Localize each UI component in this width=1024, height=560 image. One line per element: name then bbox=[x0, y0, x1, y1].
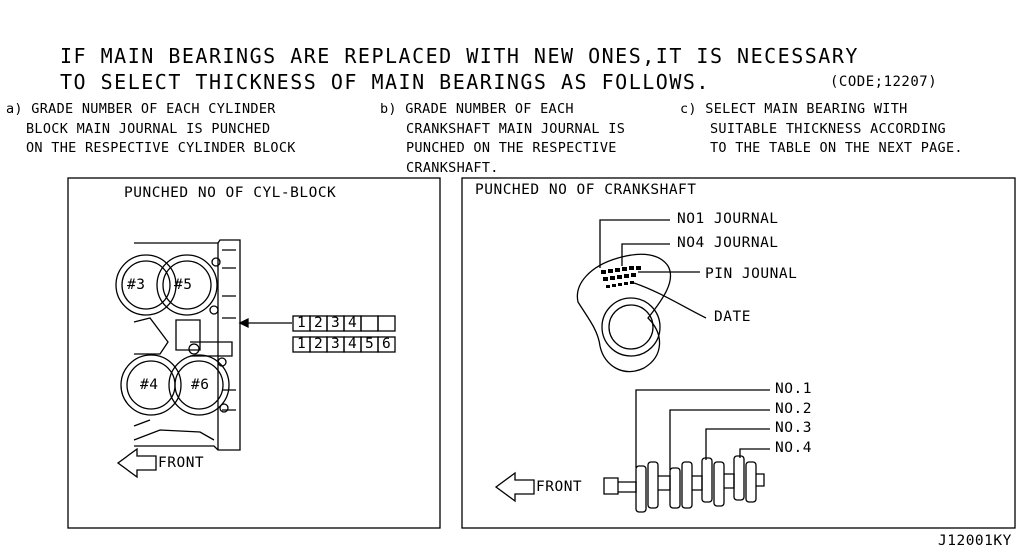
punch-digit: 3 bbox=[331, 336, 341, 352]
right-panel-title: PUNCHED NO OF CRANKSHAFT bbox=[475, 182, 697, 198]
left-panel-frame bbox=[67, 177, 441, 529]
instruction-a-line: a) GRADE NUMBER OF EACH CYLINDER bbox=[6, 101, 276, 117]
front-label-left: FRONT bbox=[158, 455, 205, 471]
punch-digit: 2 bbox=[314, 336, 324, 352]
front-arrow-left bbox=[116, 447, 157, 479]
cylinder-label: #3 bbox=[127, 277, 146, 293]
cylinder-label: #5 bbox=[174, 277, 193, 293]
journal-label: NO.1 bbox=[775, 381, 812, 397]
figure-id: J12001KY bbox=[938, 533, 1012, 549]
instruction-c-line: TO THE TABLE ON THE NEXT PAGE. bbox=[710, 140, 963, 156]
no4-journal-label: NO4 JOURNAL bbox=[677, 235, 779, 251]
instruction-b-line: PUNCHED ON THE RESPECTIVE bbox=[406, 140, 617, 156]
punched-number-boxes bbox=[292, 315, 396, 353]
instruction-a-line: BLOCK MAIN JOURNAL IS PUNCHED bbox=[26, 120, 271, 137]
punch-digit: 1 bbox=[297, 315, 307, 331]
instruction-a: a) GRADE NUMBER OF EACH CYLINDER BLOCK M… bbox=[6, 100, 296, 159]
punch-digit: 5 bbox=[365, 336, 375, 352]
instruction-c: c) SELECT MAIN BEARING WITH SUITABLE THI… bbox=[680, 100, 963, 159]
instruction-c-line: c) SELECT MAIN BEARING WITH bbox=[680, 101, 908, 117]
front-arrow-right bbox=[494, 471, 535, 503]
punch-digit: 1 bbox=[297, 336, 307, 352]
header-line-2: TO SELECT THICKNESS OF MAIN BEARINGS AS … bbox=[60, 70, 710, 94]
right-panel-frame bbox=[461, 177, 1016, 529]
journal-label: NO.2 bbox=[775, 401, 812, 417]
punch-digit: 4 bbox=[348, 315, 358, 331]
instruction-b-line: CRANKSHAFT. bbox=[406, 159, 499, 176]
crankshaft-drawing bbox=[494, 219, 770, 513]
pin-journal-label: PIN JOUNAL bbox=[705, 266, 798, 282]
instruction-b-line: CRANKSHAFT MAIN JOURNAL IS bbox=[406, 120, 626, 137]
front-label-right: FRONT bbox=[536, 479, 583, 495]
punch-digit: 6 bbox=[382, 336, 392, 352]
punch-digit: 2 bbox=[314, 315, 324, 331]
instruction-b-line: b) GRADE NUMBER OF EACH bbox=[380, 101, 574, 117]
instruction-b: b) GRADE NUMBER OF EACH CRANKSHAFT MAIN … bbox=[380, 100, 625, 178]
cylinder-label: #4 bbox=[140, 377, 159, 393]
instruction-c-line: SUITABLE THICKNESS ACCORDING bbox=[710, 120, 946, 137]
punch-digit: 3 bbox=[331, 315, 341, 331]
date-label: DATE bbox=[714, 309, 751, 325]
journal-label: NO.3 bbox=[775, 420, 812, 436]
instruction-a-line: ON THE RESPECTIVE CYLINDER BLOCK bbox=[26, 140, 296, 156]
punch-digit: 4 bbox=[348, 336, 358, 352]
left-panel-title: PUNCHED NO OF CYL-BLOCK bbox=[124, 185, 337, 201]
code-label: (CODE;12207) bbox=[830, 74, 938, 90]
journal-label: NO.4 bbox=[775, 440, 812, 456]
cylinder-label: #6 bbox=[191, 377, 210, 393]
header-line-1: IF MAIN BEARINGS ARE REPLACED WITH NEW O… bbox=[60, 44, 859, 68]
cylinder-block-drawing bbox=[115, 239, 396, 479]
no1-journal-label: NO1 JOURNAL bbox=[677, 211, 779, 227]
